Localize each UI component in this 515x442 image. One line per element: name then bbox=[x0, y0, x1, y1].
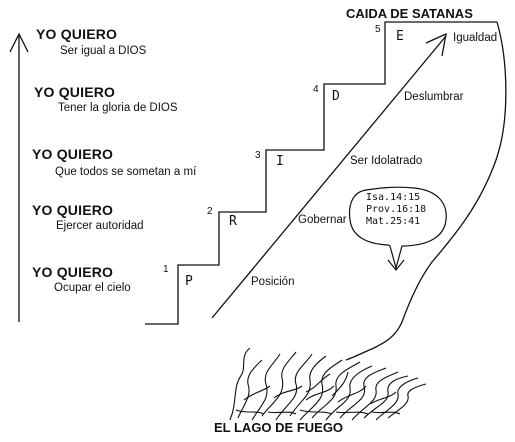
want-heading: YO QUIERO bbox=[32, 202, 114, 218]
diagram-title: CAIDA DE SATANAS bbox=[346, 6, 473, 21]
step-number: 4 bbox=[313, 84, 319, 95]
want-text: Ser igual a DIOS bbox=[60, 45, 147, 57]
reference-item: Isa.14:15 bbox=[366, 192, 421, 203]
footer-title: EL LAGO DE FUEGO bbox=[214, 420, 344, 435]
step-letter: E bbox=[396, 29, 404, 44]
reference-item: Mat.25:41 bbox=[366, 216, 421, 227]
step-label: Ser Idolatrado bbox=[350, 155, 423, 167]
diagonal-arrow bbox=[211, 32, 447, 319]
step-label: Deslumbrar bbox=[404, 91, 464, 103]
want-heading: YO QUIERO bbox=[36, 26, 118, 42]
want-heading: YO QUIERO bbox=[32, 264, 114, 280]
want-text: Tener la gloria de DIOS bbox=[58, 102, 178, 114]
reference-bubble bbox=[348, 186, 447, 271]
want-text: Ejercer autoridad bbox=[56, 220, 144, 232]
want-text: Que todos se sometan a mí bbox=[55, 166, 197, 178]
reference-list: Isa.14:15 Prov.16:18 Mat.25:41 bbox=[366, 192, 426, 228]
step-label: Gobernar bbox=[298, 214, 347, 226]
step-label: Igualdad bbox=[453, 32, 498, 44]
reference-item: Prov.16:18 bbox=[366, 204, 427, 215]
step-label: Posición bbox=[251, 276, 295, 288]
staircase bbox=[145, 21, 497, 325]
left-up-arrow bbox=[9, 32, 29, 322]
step-letter: R bbox=[229, 214, 237, 229]
step-number: 2 bbox=[207, 206, 213, 217]
fire-flames bbox=[229, 347, 427, 421]
step-number: 3 bbox=[255, 150, 261, 161]
step-number: 5 bbox=[375, 24, 381, 35]
step-letter: D bbox=[332, 89, 340, 104]
want-text: Ocupar el cielo bbox=[54, 282, 131, 294]
step-letter: P bbox=[185, 274, 193, 289]
want-heading: YO QUIERO bbox=[34, 84, 116, 100]
bubble-arrow-head bbox=[387, 259, 405, 271]
step-letter: I bbox=[276, 154, 284, 169]
step-number: 1 bbox=[163, 264, 169, 275]
want-heading: YO QUIERO bbox=[32, 146, 114, 162]
fall-path bbox=[345, 21, 507, 361]
